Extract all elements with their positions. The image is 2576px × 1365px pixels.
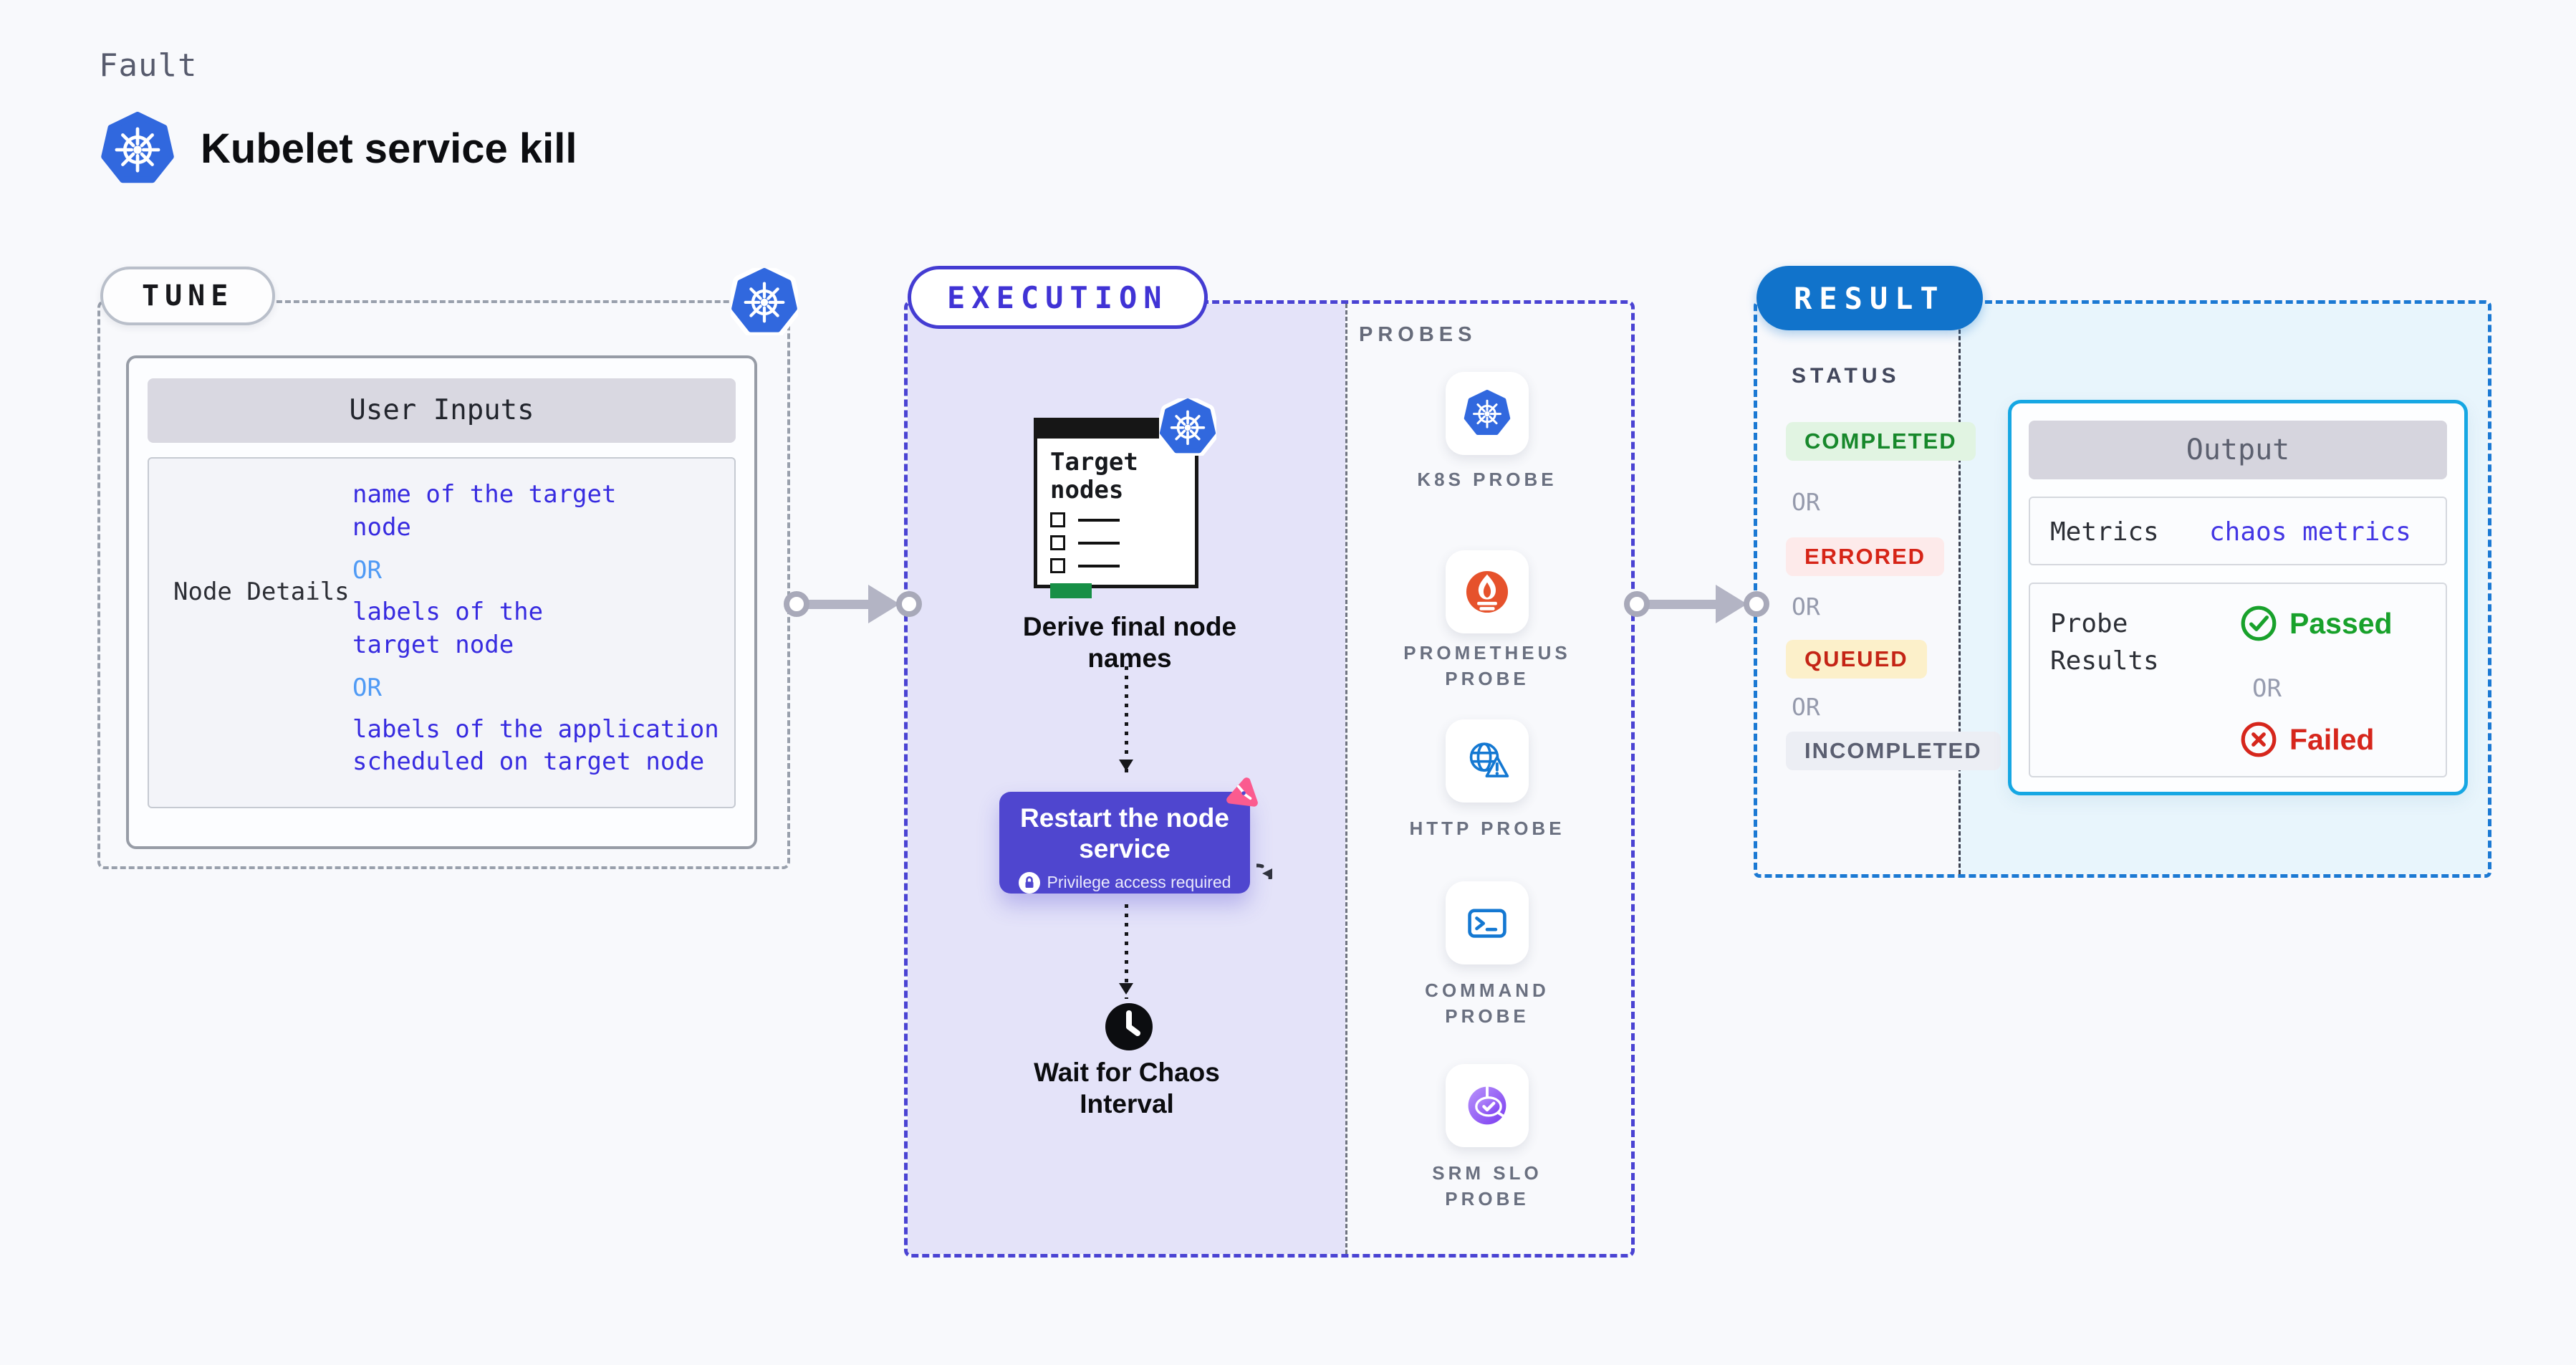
check-circle-icon [2241,605,2277,641]
node-checkbox-row [1050,558,1195,574]
input-value: labels of the target node [352,597,544,659]
output-card: Output Metrics chaos metrics Probe Resul… [2008,400,2468,795]
passed-result: Passed [2239,604,2393,643]
probe-card-http [1446,719,1529,803]
flow-arrow-down [1119,904,1133,999]
connector-dot [896,591,922,617]
lock-icon [1018,871,1040,894]
connector-dot [1744,591,1769,617]
connector-arrow [1624,585,1774,623]
metrics-row: Metrics chaos metrics [2029,497,2447,565]
checkbox-icon [1050,512,1065,528]
or-separator: OR [352,673,382,702]
restart-node-step: Restart the node service Privilege acces… [999,777,1258,894]
refresh-icon [1256,863,1272,879]
status-badge-queued: QUEUED [1786,640,1927,679]
kubernetes-icon [100,112,175,186]
probe-label: HTTP PROBE [1409,818,1565,839]
prometheus-icon [1466,570,1509,613]
connector-arrow [784,585,927,623]
connector-dot [784,591,809,617]
fault-category-label: Fault [99,47,198,84]
x-circle-icon [2241,722,2277,757]
checkbox-icon [1050,535,1065,551]
status-badge-errored: ERRORED [1786,537,1945,576]
execution-section-label: EXECUTION [908,266,1208,329]
failed-result: Failed [2239,720,2374,759]
probes-title: PROBES [1359,323,1477,346]
metrics-label: Metrics [2050,517,2159,547]
connector-dot [1624,591,1650,617]
node-details-label: Node Details [173,578,350,606]
or-separator: OR [352,555,382,585]
node-line [1078,564,1120,567]
execution-section: Target nodes Derive final node names Res… [904,300,1635,1258]
or-separator: OR [1792,488,1820,516]
node-details-values: name of the target node OR labels of the… [352,479,739,789]
restart-step-title: Restart the node service [1020,803,1229,863]
terminal-icon [1468,909,1506,938]
derive-step-label: Derive final node names [1022,612,1237,674]
kubernetes-icon [731,268,798,335]
user-inputs-body: Node Details name of the target node OR … [148,457,736,808]
probe-label: PROMETHEUS PROBE [1403,642,1571,690]
probes-divider [1345,304,1347,1254]
arrow-line [1644,600,1720,609]
probe-card-srm-slo [1446,1064,1529,1147]
arrow-line [804,600,873,609]
probe-label: SRM SLO PROBE [1432,1162,1542,1210]
kubernetes-icon [1159,398,1216,456]
user-inputs-card: User Inputs Node Details name of the tar… [126,355,757,849]
or-separator: OR [2252,674,2282,703]
checkbox-icon [1050,558,1065,574]
node-line [1078,518,1120,522]
target-nodes-title: Target nodes [1050,448,1138,505]
tune-section-label: TUNE [100,267,276,325]
result-section-label: RESULT [1756,266,1983,330]
chaos-icon [1226,777,1258,807]
input-value: name of the target node [352,480,617,542]
status-badge-completed: COMPLETED [1786,422,1976,461]
node-checkbox-row [1050,535,1195,551]
target-nodes-card: Target nodes [1034,418,1198,599]
privilege-row: Privilege access required [999,871,1250,894]
failed-label: Failed [2289,722,2375,756]
result-section: STATUS COMPLETED OR ERRORED OR QUEUED OR… [1754,300,2491,878]
probe-card-command [1446,881,1529,964]
probe-label: COMMAND PROBE [1425,980,1549,1028]
arrow-head [1716,585,1747,623]
node-checkbox-row [1050,512,1195,528]
page-title: Kubelet service kill [201,125,577,172]
probe-label: K8S PROBE [1417,469,1557,490]
metrics-value: chaos metrics [2209,517,2411,547]
clock-icon [1105,1003,1153,1050]
arrow-head [868,585,900,623]
wait-step-label: Wait for Chaos Interval [1034,1058,1220,1119]
green-button [1050,583,1092,599]
probe-card-prometheus [1446,550,1529,633]
probe-results-label: Probe Results [2050,609,2159,676]
status-badge-incompleted: INCOMPLETED [1786,732,2001,770]
kubernetes-icon [1464,390,1511,437]
slo-donut-icon [1468,1086,1506,1125]
privilege-label: Privilege access required [1047,873,1231,892]
user-inputs-title: User Inputs [148,378,736,443]
tune-section: User Inputs Node Details name of the tar… [97,300,790,869]
output-title: Output [2029,421,2447,479]
input-value: labels of the application scheduled on t… [352,714,719,777]
flow-arrow-down [1119,666,1133,775]
passed-label: Passed [2289,606,2393,640]
probe-card-k8s [1446,372,1529,455]
status-divider [1959,304,1961,874]
node-line [1078,541,1120,545]
or-separator: OR [1792,593,1820,621]
status-title: STATUS [1792,364,1900,388]
or-separator: OR [1792,693,1820,721]
http-globe-icon [1469,742,1509,777]
probe-results-row: Probe Results Passed OR Failed [2029,583,2447,777]
